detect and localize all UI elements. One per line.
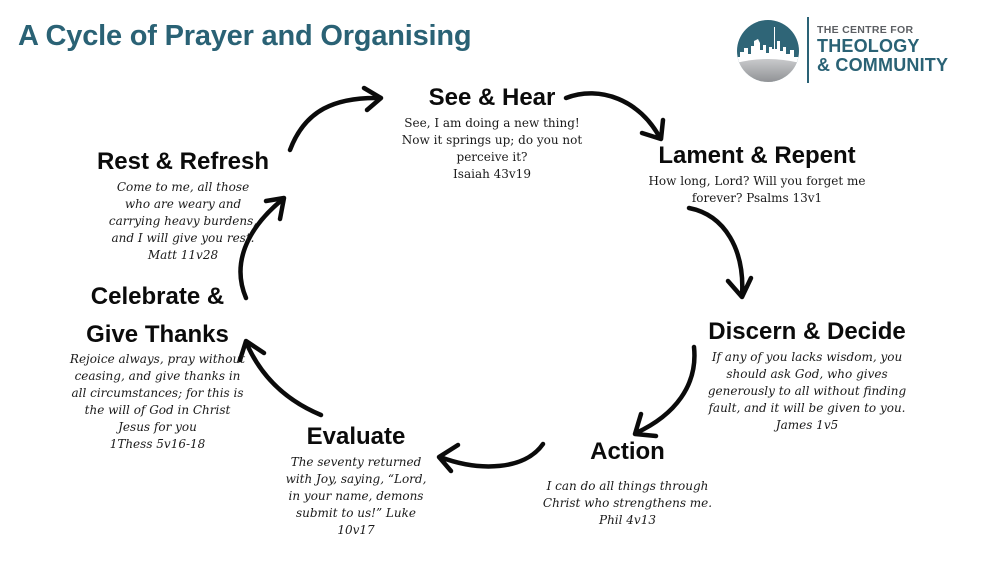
curved-arrow-icon xyxy=(686,205,754,300)
stage-title-line-1: Celebrate & xyxy=(90,283,225,310)
stage-verse: If any of you lacks wisdom, you should a… xyxy=(707,349,907,415)
stage-verse: Come to me, all those who are weary and … xyxy=(108,179,258,245)
curved-arrow-icon xyxy=(287,85,384,153)
logo-line-3: & COMMUNITY xyxy=(817,54,949,75)
stage-title-line-2: Give Thanks xyxy=(86,320,229,348)
logo: THE CENTRE FOR THEOLOGY & COMMUNITY xyxy=(736,17,966,87)
stage-verse: The seventy returned with Joy, saying, “… xyxy=(285,454,427,537)
curved-arrow-icon xyxy=(436,441,546,474)
stage-verse: I can do all things through Christ who s… xyxy=(542,478,713,510)
stage-reference: 1Thess 5v16-18 xyxy=(109,437,206,452)
stage-lament-repent: Lament & Repent How long, Lord? Will you… xyxy=(622,142,892,207)
stage-celebrate-give-thanks: Celebrate & Give Thanks Rejoice always, … xyxy=(65,283,250,453)
stage-evaluate: Evaluate The seventy returned with Joy, … xyxy=(283,423,429,539)
stage-rest-refresh: Rest & Refresh Come to me, all those who… xyxy=(88,148,278,264)
stage-verse: Rejoice always, pray without ceasing, an… xyxy=(69,352,246,435)
stage-verse: How long, Lord? Will you forget me forev… xyxy=(648,173,866,205)
stage-see-hear: See & Hear See, I am doing a new thing! … xyxy=(392,84,592,183)
stage-reference: Matt 11v28 xyxy=(147,247,219,262)
stage-title: See & Hear xyxy=(428,84,556,111)
stage-reference: Phil 4v13 xyxy=(599,512,656,527)
stage-action: Action I can do all things through Chris… xyxy=(535,438,720,529)
city-skyline-icon xyxy=(737,20,799,82)
stage-title: Action xyxy=(590,438,665,465)
stage-title: Lament & Repent xyxy=(658,142,856,169)
stage-title: Evaluate xyxy=(306,423,406,450)
stage-reference: James 1v5 xyxy=(775,417,839,432)
page-title: A Cycle of Prayer and Organising xyxy=(18,20,472,52)
stage-reference: Isaiah 43v19 xyxy=(453,166,531,181)
logo-line-2: THEOLOGY xyxy=(817,35,920,56)
stage-verse: See, I am doing a new thing! Now it spri… xyxy=(401,115,583,164)
logo-line-1: THE CENTRE FOR xyxy=(817,24,914,36)
curved-arrow-icon xyxy=(632,344,697,439)
stage-discern-decide: Discern & Decide If any of you lacks wis… xyxy=(692,318,922,434)
curved-arrow-icon xyxy=(237,338,324,418)
stage-title: Rest & Refresh xyxy=(96,148,270,175)
logo-divider xyxy=(807,17,809,83)
stage-title: Discern & Decide xyxy=(708,318,906,345)
